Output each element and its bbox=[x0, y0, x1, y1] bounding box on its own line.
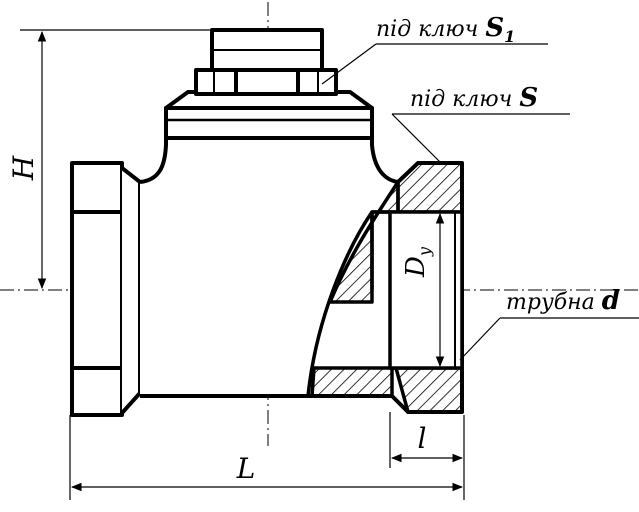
label-pipe-text: трубна bbox=[506, 290, 602, 315]
label-wrench-s1-sub: 1 bbox=[504, 27, 515, 46]
label-dim-l-big: L bbox=[236, 452, 256, 485]
label-wrench-s-text: під ключ bbox=[410, 87, 519, 112]
label-wrench-s-symbol: S bbox=[519, 83, 538, 113]
label-wrench-s1-text: під ключ bbox=[376, 17, 485, 42]
bonnet bbox=[164, 28, 374, 140]
leader-s1 bbox=[321, 43, 377, 85]
leader-s bbox=[391, 113, 441, 163]
left-shoulder bbox=[120, 166, 142, 415]
lower-wall-section bbox=[310, 366, 464, 414]
label-wrench-s1-symbol: S bbox=[485, 13, 504, 43]
label-dim-dy: Dy bbox=[401, 246, 434, 278]
label-dim-l-small: l bbox=[418, 422, 427, 455]
label-pipe-symbol: d bbox=[602, 286, 620, 316]
dimensions bbox=[20, 29, 639, 500]
label-pipe: трубна d bbox=[506, 286, 620, 316]
pipe-bore bbox=[388, 210, 464, 370]
label-dim-dy-sub: y bbox=[415, 246, 434, 257]
hex-nut-s bbox=[194, 68, 338, 96]
label-wrench-s1: під ключ S1 bbox=[376, 13, 515, 46]
leader-pipe bbox=[459, 317, 501, 361]
left-hex-nut bbox=[70, 161, 124, 417]
top-wall-section bbox=[396, 161, 464, 214]
label-dim-h: H bbox=[7, 155, 40, 181]
label-wrench-s: під ключ S bbox=[410, 83, 538, 113]
label-dim-dy-main: D bbox=[401, 256, 431, 278]
curved-partition bbox=[306, 211, 374, 397]
section-hatch bbox=[306, 161, 464, 414]
